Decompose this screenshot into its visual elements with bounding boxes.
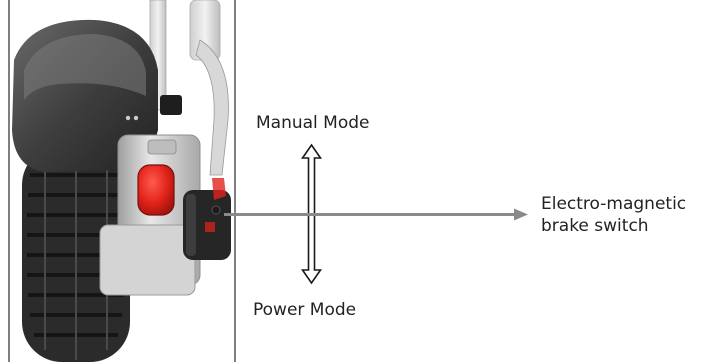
motor-hub [99, 134, 231, 296]
brake-switch-label-line2: brake switch [541, 216, 649, 236]
brake-switch-label-line1: Electro-magnetic [541, 194, 687, 214]
manual-mode-label: Manual Mode [256, 113, 370, 133]
fender [12, 19, 158, 173]
brake-switch-label: Electro-magnetic brake switch [541, 193, 707, 237]
power-mode-label: Power Mode [253, 300, 357, 320]
right-pointer-arrow [224, 208, 528, 221]
brake-switch-red-button [137, 164, 175, 216]
wheelchair-rear-wheel-photo [8, 0, 236, 362]
tire [22, 145, 130, 362]
